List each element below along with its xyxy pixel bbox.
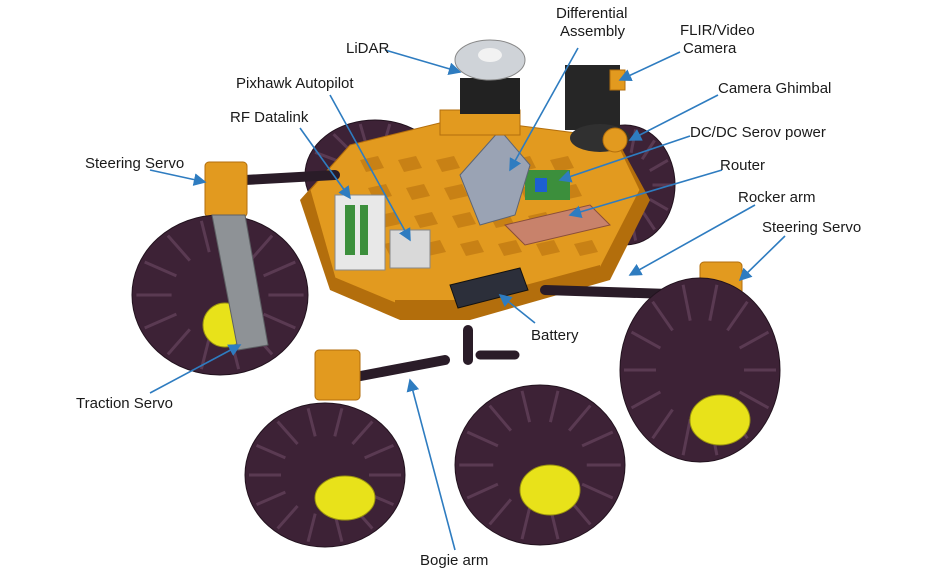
pixhawk-module: [389, 229, 431, 269]
label-router: Router: [720, 157, 765, 174]
label-dcdc-servo-power: DC/DC Serov power: [690, 124, 826, 141]
wheel-front-right: [619, 277, 781, 463]
battery-pack: [449, 267, 529, 309]
leader-steering-right: [738, 235, 786, 282]
leader-differential: [509, 47, 579, 172]
leader-gimbal: [628, 94, 719, 141]
differential-assembly-part: [459, 129, 531, 226]
leader-camera: [618, 51, 681, 82]
steering-servo-left-part: [204, 161, 248, 218]
label-battery: Battery: [531, 327, 579, 344]
leader-lines: [149, 47, 786, 551]
left-bracket: [211, 214, 269, 351]
label-steering-servo-left: Steering Servo: [85, 155, 184, 172]
lidar-sensor: [439, 39, 526, 136]
leader-pixhawk: [329, 94, 411, 242]
leader-dcdc: [558, 135, 691, 183]
router-module: [504, 204, 611, 246]
leader-traction: [149, 344, 242, 394]
label-steering-servo-right: Steering Servo: [762, 219, 861, 236]
tire-tread: [459, 390, 621, 540]
leader-bogie: [406, 378, 456, 551]
label-lidar: LiDAR: [346, 40, 390, 57]
leader-rocker: [628, 204, 756, 276]
leader-battery: [498, 294, 536, 324]
label-camera-gimbal: Camera Ghimbal: [718, 80, 831, 97]
wheel-bottom-left: [244, 402, 406, 548]
camera-assembly: [565, 65, 630, 153]
bogie-servo-part: [314, 349, 361, 401]
leader-router: [568, 169, 723, 218]
label-bogie-arm: Bogie arm: [420, 552, 488, 569]
rf-datalink-module: [334, 194, 386, 271]
label-pixhawk-autopilot: Pixhawk Autopilot: [236, 75, 354, 92]
dcdc-module: [525, 170, 570, 200]
label-traction-servo: Traction Servo: [76, 395, 173, 412]
leader-lidar: [384, 49, 462, 75]
leader-rf: [299, 127, 351, 200]
label-rocker-arm: Rocker arm: [738, 189, 816, 206]
label-rf-datalink: RF Datalink: [230, 109, 309, 126]
wheel-bottom-center: [454, 384, 626, 546]
leader-steering-left: [149, 169, 207, 186]
